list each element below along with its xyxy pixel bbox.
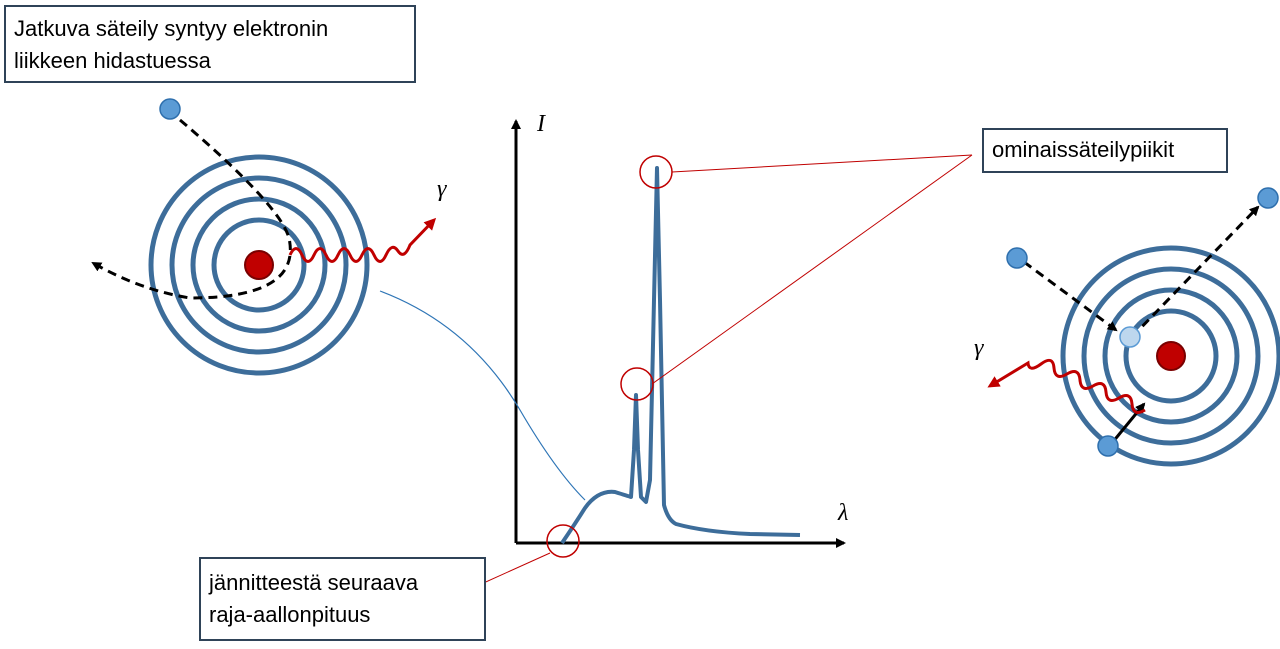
- left-shell-3: [190, 196, 328, 334]
- left-photon-wave: [288, 217, 437, 263]
- right-vacancy-electron: [1119, 326, 1141, 348]
- continuous-radiation-label-box: Jatkuva säteily syntyy elektronin liikke…: [4, 5, 416, 83]
- right-shell-2: [1081, 266, 1261, 446]
- x-axis-label: λ: [837, 500, 848, 526]
- callout-line-k-alpha: [671, 154, 973, 173]
- right-gamma-symbol: γ: [974, 335, 984, 361]
- right-outer-electron: [1097, 435, 1119, 457]
- right-nucleus: [1156, 341, 1186, 371]
- continuous-radiation-label-line1: Jatkuva säteily syntyy elektronin: [14, 16, 329, 41]
- right-atom: γ: [974, 187, 1280, 467]
- left-incoming-electron: [159, 98, 181, 120]
- right-photon-wave: [987, 358, 1146, 414]
- cutoff-wavelength-label-line2: raja-aallonpituus: [209, 602, 371, 627]
- right-shell-4: [1123, 308, 1219, 404]
- k-beta-peak-highlight-circle: [620, 367, 654, 401]
- left-shell-2: [169, 175, 349, 355]
- right-ejected-electron: [1257, 187, 1279, 209]
- continuous-radiation-label-line2: liikkeen hidastuessa: [14, 48, 211, 73]
- cutoff-highlight-circle: [546, 524, 580, 558]
- characteristic-peaks-label-box: ominaissäteilypiikit: [982, 128, 1228, 173]
- right-shell-1: [1060, 245, 1280, 467]
- spectrum-chart: I λ: [511, 111, 848, 558]
- left-nucleus: [244, 250, 274, 280]
- right-transition-arrow: [1110, 402, 1146, 444]
- left-shell-4: [211, 217, 307, 313]
- right-ejected-electron-path: [1130, 205, 1260, 339]
- y-axis-label: I: [536, 111, 546, 137]
- cutoff-wavelength-label-box: jännitteestä seuraava raja-aallonpituus: [199, 557, 486, 641]
- spectrum-curve: [560, 166, 801, 545]
- continuous-spectrum-connector: [379, 290, 586, 501]
- left-gamma-symbol: γ: [437, 176, 447, 202]
- cutoff-wavelength-label-line1: jännitteestä seuraava: [209, 570, 419, 595]
- right-shell-3: [1102, 287, 1240, 425]
- callout-line-k-beta: [651, 154, 973, 385]
- right-incoming-electron-path: [1023, 260, 1118, 332]
- characteristic-peaks-label: ominaissäteilypiikit: [992, 137, 1175, 162]
- left-shell-1: [148, 154, 370, 376]
- left-atom: γ: [91, 98, 447, 376]
- right-incoming-electron: [1006, 247, 1028, 269]
